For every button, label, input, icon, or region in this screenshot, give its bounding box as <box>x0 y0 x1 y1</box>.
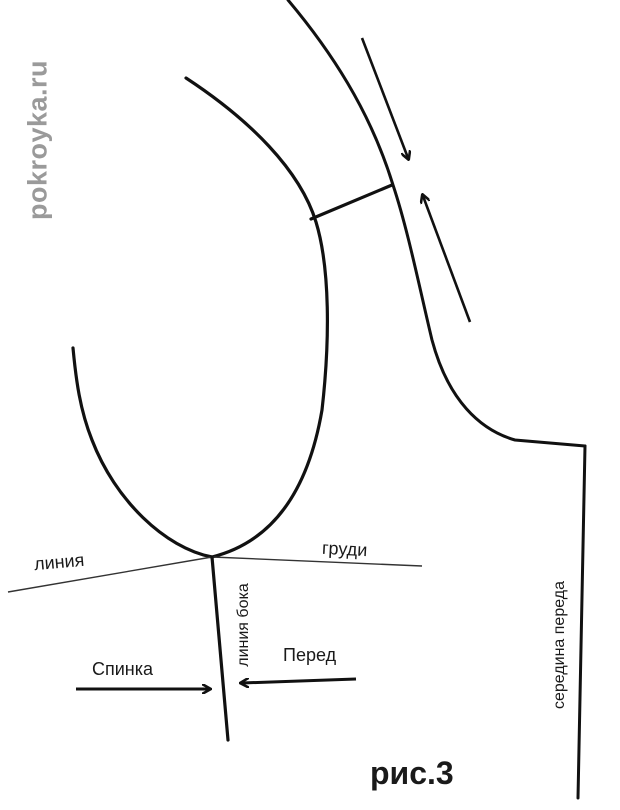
shoulder-line <box>309 183 394 221</box>
bust-line-label-right: груди <box>321 537 368 561</box>
arrow-neck-up <box>423 196 472 323</box>
bust-line-right <box>211 556 423 567</box>
armhole-curve <box>71 76 330 559</box>
side-line-label: линия бока <box>235 583 252 667</box>
arrow-front-left <box>242 677 357 683</box>
front-label: Перед <box>283 645 337 665</box>
side-seam-line <box>210 555 230 742</box>
center-front-label: середина переда <box>551 580 568 710</box>
bust-line-left <box>7 556 213 593</box>
neckline-curve <box>286 0 587 448</box>
back-label: Спинка <box>92 659 154 679</box>
arrow-neck-down <box>360 37 408 158</box>
bust-line-label-left: линия <box>33 549 86 575</box>
figure-caption: рис.3 <box>370 755 454 791</box>
watermark-text: pokroyka.ru <box>22 59 53 221</box>
center-front-line <box>576 444 587 800</box>
